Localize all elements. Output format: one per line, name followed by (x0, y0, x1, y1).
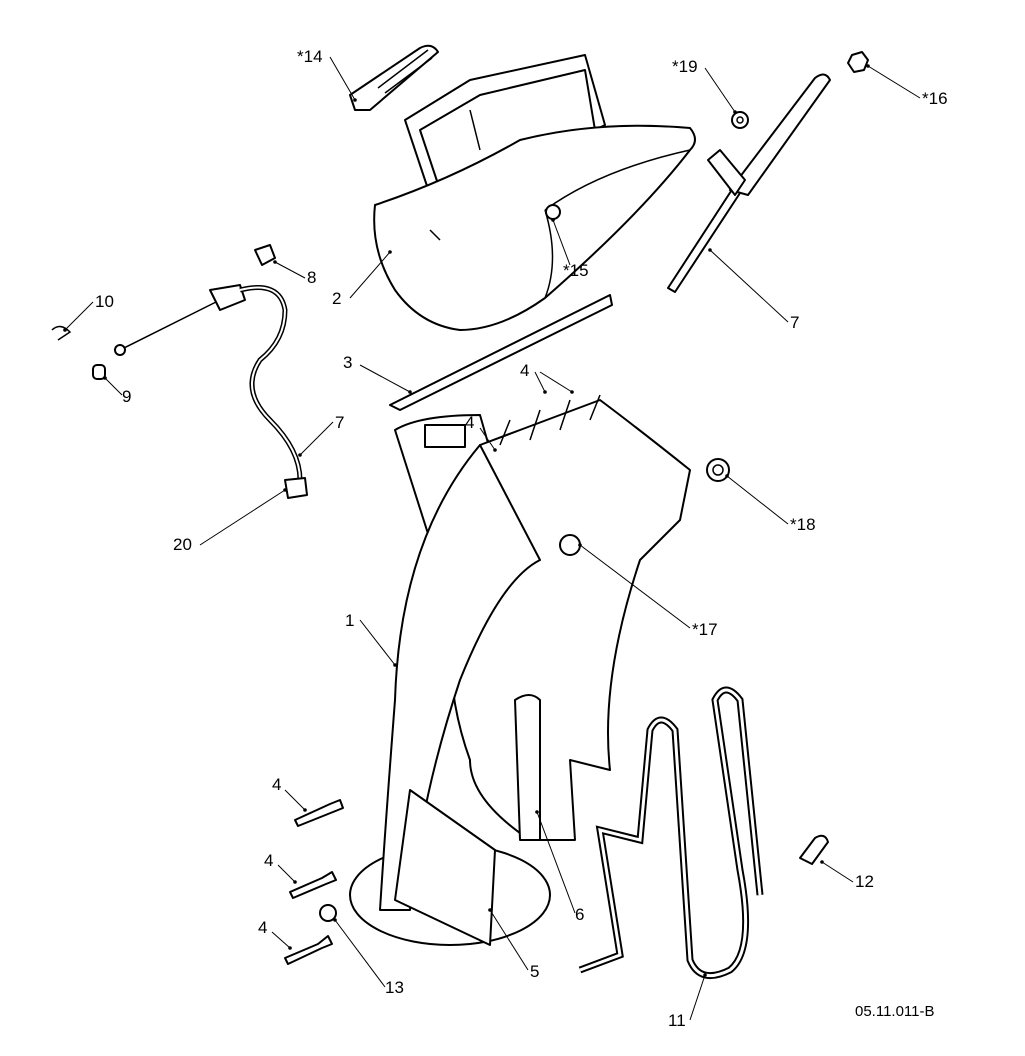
callout-5: 5 (530, 962, 539, 981)
leader-line (689, 974, 706, 1021)
leader-arrowhead (283, 488, 287, 492)
leader-line (726, 475, 789, 525)
callout-8: 8 (307, 268, 316, 287)
leader-arrowhead (273, 260, 277, 264)
part-12-spring (799, 834, 829, 865)
part-4-rivets (284, 394, 601, 965)
leader-arrowhead (866, 64, 870, 68)
leader-line (271, 931, 291, 949)
callout-star-18: *18 (790, 515, 816, 534)
part-14-spring (349, 44, 439, 111)
leader-line (64, 301, 94, 331)
leader-line (199, 489, 286, 546)
part-deflector-hood (373, 54, 696, 331)
leader-line (539, 371, 573, 393)
drawing-number: 05.11.011-B (855, 1003, 935, 1020)
callout-star-15: *15 (563, 261, 589, 280)
callout-6: 6 (575, 905, 584, 924)
callout-3: 3 (343, 353, 352, 372)
callout-9: 9 (122, 387, 131, 406)
leader-line (534, 371, 546, 393)
leader-line (349, 251, 391, 299)
leader-arrowhead (493, 448, 497, 452)
callout-13: 13 (385, 978, 404, 997)
leader-line (277, 864, 296, 883)
leader-line (867, 65, 921, 99)
part-19-washer (731, 111, 749, 129)
leader-arrowhead (333, 918, 337, 922)
leader-arrowhead (388, 250, 392, 254)
leader-line (334, 919, 386, 988)
part-8-bolt (254, 244, 276, 266)
part-7-control-rod (667, 73, 831, 293)
leader-arrowhead (570, 390, 574, 394)
leader-arrowhead (103, 376, 107, 380)
leader-line (579, 544, 691, 629)
leader-arrowhead (488, 908, 492, 912)
leader-line (329, 56, 356, 101)
part-16-nut (847, 51, 869, 73)
leader-arrowhead (708, 248, 712, 252)
callout-4: 4 (264, 851, 273, 870)
leader-line (479, 427, 496, 451)
part-1-chute (349, 399, 691, 946)
callout-4: 4 (465, 413, 474, 432)
callout-7: 7 (335, 413, 344, 432)
leader-arrowhead (408, 390, 412, 394)
callout-star-19: *19 (672, 57, 698, 76)
part-13-nut (319, 904, 337, 922)
leader-arrowhead (725, 474, 729, 478)
leader-arrowhead (63, 328, 67, 332)
leader-arrowhead (820, 860, 824, 864)
callout-11: 11 (668, 1011, 686, 1030)
leader-line (359, 619, 396, 666)
leader-arrowhead (578, 543, 582, 547)
leader-line (274, 261, 306, 279)
part-3-plate (389, 294, 613, 411)
leader-arrowhead (293, 880, 297, 884)
callout-star-16: *16 (922, 89, 948, 108)
callout-star-17: *17 (692, 620, 718, 639)
callout-20: 20 (173, 535, 192, 554)
leader-line (536, 811, 576, 914)
leader-line (704, 67, 736, 113)
leader-line (821, 861, 854, 883)
leader-arrowhead (703, 973, 707, 977)
leader-arrowhead (288, 946, 292, 950)
callout-12: 12 (855, 872, 874, 891)
cable-assembly (51, 284, 308, 499)
leader-arrowhead (535, 810, 539, 814)
leader-arrowhead (551, 218, 555, 222)
callout-10: 10 (95, 292, 114, 311)
leader-arrowhead (733, 110, 737, 114)
leader-arrowhead (353, 98, 357, 102)
leader-arrowhead (303, 808, 307, 812)
leader-line (104, 377, 123, 396)
leader-arrowhead (393, 663, 397, 667)
leader-line (552, 219, 571, 266)
leader-line (284, 789, 306, 811)
callout-4: 4 (258, 918, 267, 937)
callout-7: 7 (790, 313, 799, 332)
callout-1: 1 (345, 611, 354, 630)
leader-line (299, 421, 334, 456)
callout-star-14: *14 (297, 47, 323, 66)
part-18-nut (706, 458, 730, 482)
leader-line (359, 364, 411, 393)
leader-line (489, 909, 529, 971)
leader-line (709, 249, 789, 323)
callout-4: 4 (520, 361, 529, 380)
callout-4: 4 (272, 775, 281, 794)
leader-arrowhead (298, 453, 302, 457)
leader-arrowhead (543, 390, 547, 394)
callout-2: 2 (332, 289, 341, 308)
